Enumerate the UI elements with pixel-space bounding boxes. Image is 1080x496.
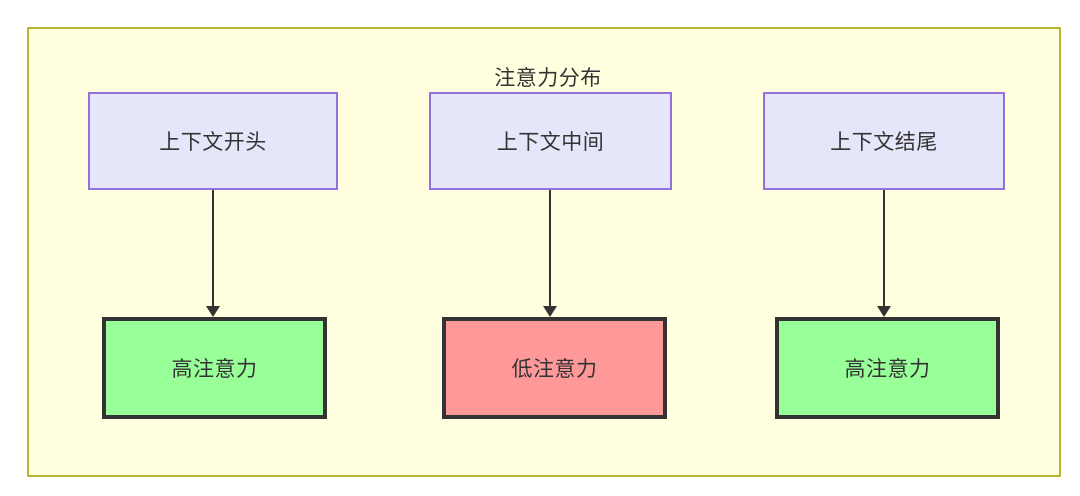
node-context-start[interactable]: 上下文开头	[88, 92, 338, 190]
arrowhead-icon	[543, 306, 557, 317]
node-attention-middle-label: 低注意力	[511, 358, 598, 381]
node-context-middle-label: 上下文中间	[496, 131, 605, 154]
node-attention-end-label: 高注意力	[844, 358, 931, 381]
node-attention-start[interactable]: 高注意力	[102, 317, 327, 419]
edge-context-start-to-attention-start	[205, 190, 221, 318]
node-context-end[interactable]: 上下文结尾	[763, 92, 1005, 190]
node-context-start-label: 上下文开头	[159, 131, 267, 154]
node-attention-end[interactable]: 高注意力	[775, 317, 1000, 419]
node-context-end-label: 上下文结尾	[830, 131, 938, 154]
arrowhead-icon	[206, 306, 220, 317]
diagram-title: 注意力分布	[494, 67, 602, 90]
node-context-middle[interactable]: 上下文中间	[429, 92, 672, 190]
node-attention-middle[interactable]: 低注意力	[442, 317, 667, 419]
edge-context-middle-to-attention-middle	[542, 190, 558, 318]
node-attention-start-label: 高注意力	[171, 358, 258, 381]
edge-context-end-to-attention-end	[876, 190, 892, 318]
arrowhead-icon	[877, 306, 891, 317]
